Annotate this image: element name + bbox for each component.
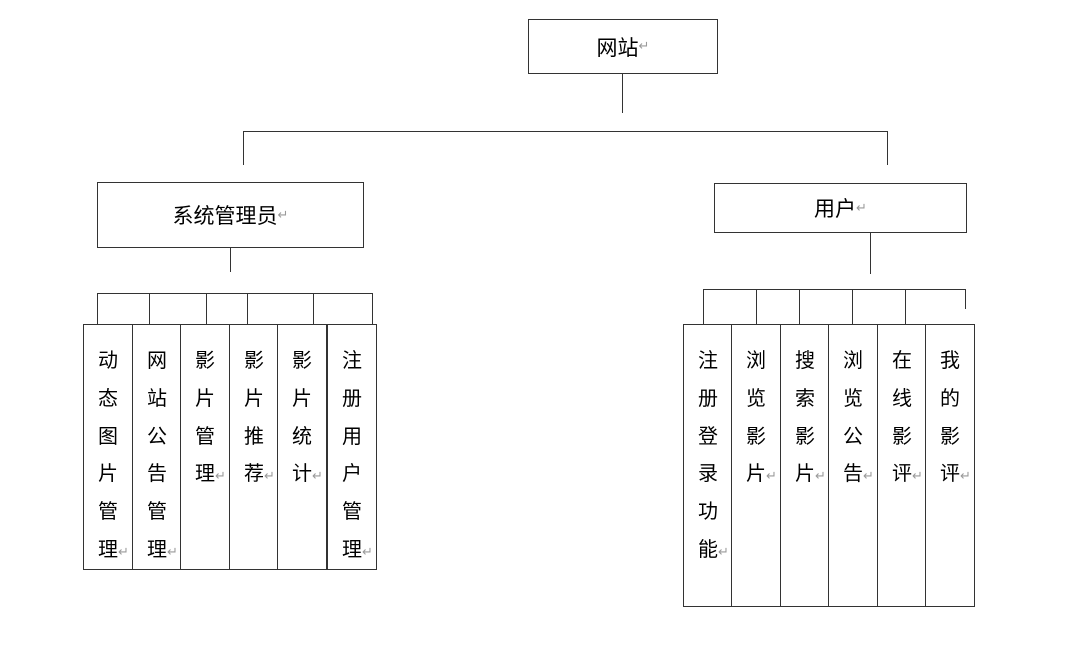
user-bus-line (703, 289, 966, 290)
admin-drop-line (243, 131, 244, 165)
leaf-label: 动态图片管理 (98, 348, 118, 561)
user-tick-4 (852, 289, 853, 325)
user-tick-3 (799, 289, 800, 325)
paragraph-mark-icon: ↵ (856, 200, 867, 216)
user-label: 用户 (814, 197, 857, 221)
user-leaf-5: 在线影评↵ (877, 324, 927, 607)
user-node: 用户↵ (714, 183, 967, 233)
paragraph-mark-icon: ↵ (815, 469, 826, 485)
paragraph-mark-icon: ↵ (118, 544, 129, 560)
leaf-label: 浏览影片 (746, 348, 766, 486)
admin-label: 系统管理员 (172, 204, 278, 228)
paragraph-mark-icon: ↵ (264, 469, 275, 485)
paragraph-mark-icon: ↵ (912, 469, 923, 485)
admin-leaf-6: 注册用户管理↵ (327, 324, 377, 570)
leaf-label: 搜索影片 (795, 348, 815, 486)
user-leaf-1: 注册登录功能↵ (683, 324, 733, 607)
paragraph-mark-icon: ↵ (766, 469, 777, 485)
leaf-label: 影片统计 (292, 348, 312, 486)
user-tick-5 (905, 289, 906, 325)
root-stem-line (622, 73, 623, 113)
user-stem-line (870, 232, 871, 274)
root-node: 网站↵ (528, 19, 718, 74)
admin-leaf-4: 影片推荐↵ (229, 324, 278, 570)
admin-node: 系统管理员↵ (97, 182, 364, 248)
paragraph-mark-icon: ↵ (362, 544, 373, 560)
paragraph-mark-icon: ↵ (277, 207, 289, 223)
leaf-label: 我的影评 (940, 348, 960, 486)
admin-tick-5 (313, 293, 314, 324)
leaf-label: 在线影评 (892, 348, 912, 486)
paragraph-mark-icon: ↵ (638, 39, 650, 54)
leaf-label: 注册登录功能 (698, 348, 718, 561)
leaf-label: 网站公告管理 (147, 348, 167, 561)
leaf-label: 影片管理 (195, 348, 215, 486)
root-label: 网站 (596, 35, 639, 60)
paragraph-mark-icon: ↵ (167, 544, 178, 560)
user-tick-2 (756, 289, 757, 325)
admin-bus-line (97, 293, 372, 294)
admin-leaf-1: 动态图片管理↵ (83, 324, 133, 570)
admin-stem-line (230, 247, 231, 272)
admin-tick-1 (97, 293, 98, 324)
user-leaf-6: 我的影评↵ (925, 324, 975, 607)
leaf-label: 浏览公告 (843, 348, 863, 486)
admin-tick-2 (149, 293, 150, 324)
user-leaf-2: 浏览影片↵ (731, 324, 781, 607)
user-tick-1 (703, 289, 704, 325)
leaf-label: 影片推荐 (244, 348, 264, 486)
user-tick-6 (965, 289, 966, 309)
paragraph-mark-icon: ↵ (718, 544, 729, 560)
admin-leaf-2: 网站公告管理↵ (132, 324, 181, 570)
paragraph-mark-icon: ↵ (215, 469, 226, 485)
admin-leaf-5: 影片统计↵ (277, 324, 327, 570)
admin-leaf-3: 影片管理↵ (180, 324, 230, 570)
paragraph-mark-icon: ↵ (863, 469, 874, 485)
user-leaf-4: 浏览公告↵ (828, 324, 878, 607)
user-leaf-3: 搜索影片↵ (780, 324, 830, 607)
top-bus-line (243, 131, 888, 132)
paragraph-mark-icon: ↵ (960, 469, 971, 485)
paragraph-mark-icon: ↵ (312, 469, 323, 485)
admin-tick-4 (247, 293, 248, 324)
user-drop-line (887, 131, 888, 165)
leaf-label: 注册用户管理 (342, 348, 362, 561)
admin-tick-3 (206, 293, 207, 324)
admin-tick-6 (372, 293, 373, 324)
